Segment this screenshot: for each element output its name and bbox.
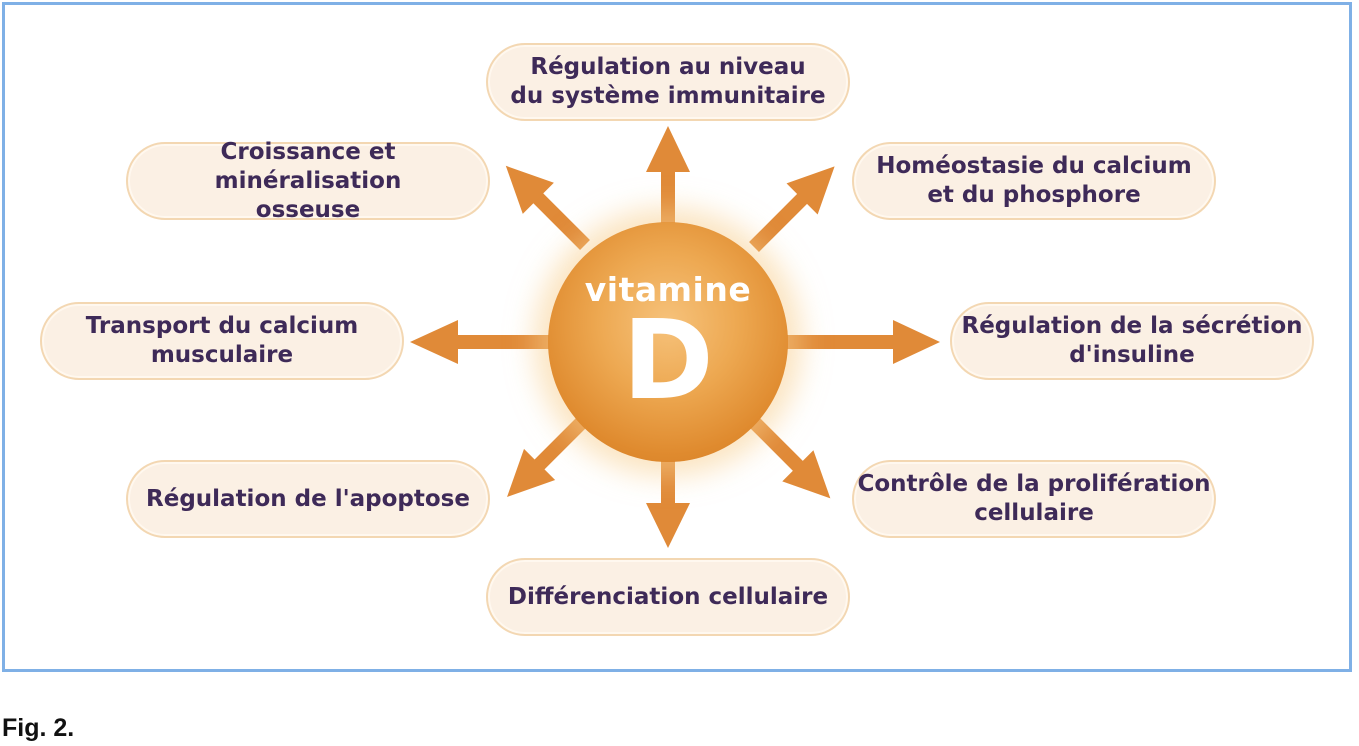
arrow-down: [646, 455, 690, 548]
arrow-right: [786, 320, 940, 364]
center-letter: D: [622, 296, 714, 424]
arrow-left: [410, 320, 552, 364]
arrow-down-right: [749, 417, 831, 499]
effect-proliferation: Contrôle de la prolifération cellulaire: [852, 460, 1216, 538]
effect-transport-calcium: Transport du calcium musculaire: [40, 302, 404, 380]
figure-caption: Fig. 2.: [2, 714, 75, 742]
arrow-up-left: [505, 165, 590, 250]
effect-insuline: Régulation de la sécrétion d'insuline: [950, 302, 1314, 380]
arrow-down-left: [507, 417, 587, 497]
effect-croissance: Croissance et minéralisation osseuse: [126, 139, 490, 223]
arrow-up-right: [749, 166, 835, 252]
arrow-up: [646, 126, 690, 226]
center-word: vitamine: [584, 270, 752, 309]
vitamin-d-sun: vitamine D: [548, 222, 788, 462]
effect-immune: Régulation au niveau du système immunita…: [486, 43, 850, 121]
effect-apoptose: Régulation de l'apoptose: [126, 460, 490, 538]
effect-differenciation: Différenciation cellulaire: [486, 558, 850, 636]
effect-calcium-phosphore: Homéostasie du calcium et du phosphore: [852, 142, 1216, 220]
